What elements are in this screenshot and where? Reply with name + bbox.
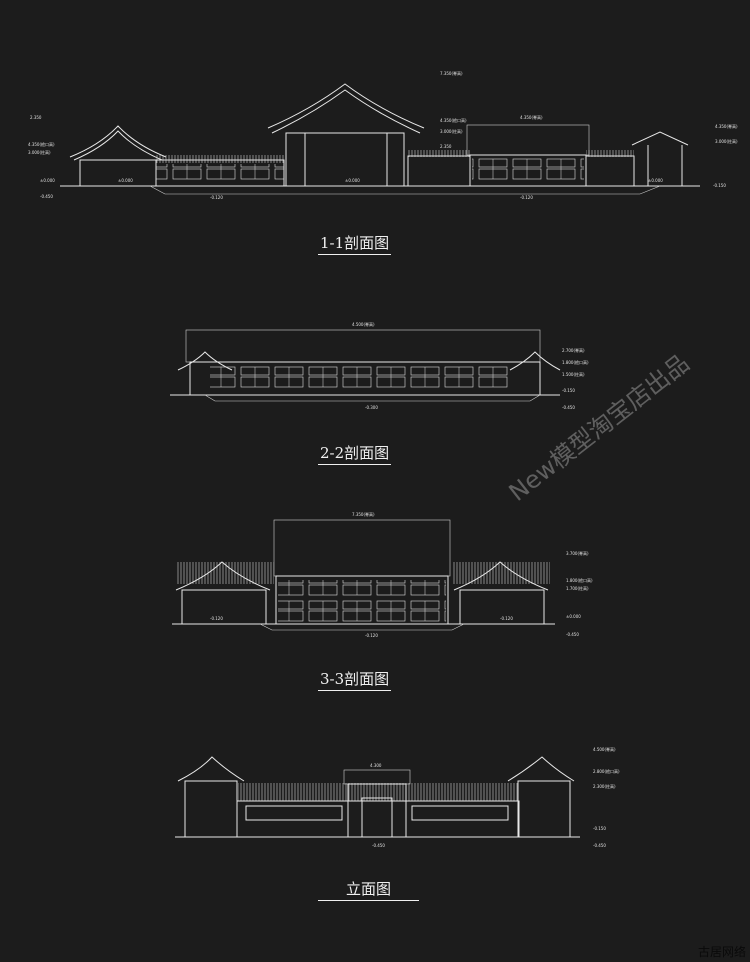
svg-text:±0.000: ±0.000 [345, 178, 360, 183]
svg-text:3.000(柱高): 3.000(柱高) [715, 138, 738, 144]
section-1-1-title: 1-1剖面图 [318, 232, 392, 255]
svg-text:2.300(柱高): 2.300(柱高) [593, 783, 616, 789]
svg-text:2.350: 2.350 [30, 115, 42, 120]
svg-text:1.800(檐口高): 1.800(檐口高) [562, 359, 589, 365]
svg-text:-0.150: -0.150 [562, 388, 575, 393]
svg-text:7.350(脊高): 7.350(脊高) [352, 511, 375, 517]
svg-text:±0.000: ±0.000 [40, 178, 55, 183]
svg-text:±0.000: ±0.000 [566, 614, 581, 619]
svg-text:3.000(柱高): 3.000(柱高) [28, 149, 51, 155]
svg-text:7.350(脊高): 7.350(脊高) [440, 70, 463, 76]
svg-text:-0.120: -0.120 [365, 633, 378, 638]
svg-text:4.350(檐口高): 4.350(檐口高) [28, 141, 55, 147]
svg-text:-0.120: -0.120 [520, 195, 533, 200]
svg-text:±0.000: ±0.000 [118, 178, 133, 183]
svg-text:-0.450: -0.450 [562, 405, 575, 410]
section-2-2-labels: 4.500(脊高) 2.700(脊高) 1.800(檐口高) 1.500(柱高)… [352, 321, 589, 410]
svg-text:3.000(柱高): 3.000(柱高) [440, 128, 463, 134]
credit-text: 古居网络 [697, 945, 746, 959]
svg-text:4.350(脊高): 4.350(脊高) [520, 114, 543, 120]
svg-text:2.700(脊高): 2.700(脊高) [562, 347, 585, 353]
svg-text:4.500(脊高): 4.500(脊高) [593, 746, 616, 752]
svg-text:-0.120: -0.120 [210, 195, 223, 200]
svg-text:-0.300: -0.300 [365, 405, 378, 410]
svg-text:4.500(脊高): 4.500(脊高) [352, 321, 375, 327]
svg-text:-0.120: -0.120 [500, 616, 513, 621]
svg-text:-0.120: -0.120 [210, 616, 223, 621]
svg-text:4.300: 4.300 [370, 763, 382, 768]
svg-text:1.500(柱高): 1.500(柱高) [562, 371, 585, 377]
svg-text:-0.150: -0.150 [713, 183, 726, 188]
svg-text:1.800(檐口高): 1.800(檐口高) [566, 577, 593, 583]
section-1-1-drawing [60, 83, 700, 195]
svg-text:-0.450: -0.450 [40, 194, 53, 199]
section-3-3-drawing [172, 519, 555, 631]
section-1-1-labels: 2.350 4.350(檐口高) 3.000(柱高) ±0.000 -0.450… [28, 70, 738, 200]
svg-text:4.350(脊高): 4.350(脊高) [715, 123, 738, 129]
svg-text:-0.150: -0.150 [593, 826, 606, 831]
elevation-title: 立面图 [318, 878, 420, 901]
svg-text:2.800(檐口高): 2.800(檐口高) [593, 768, 620, 774]
svg-text:4.350(檐口高): 4.350(檐口高) [440, 117, 467, 123]
svg-text:-0.450: -0.450 [372, 843, 385, 848]
section-3-3-title: 3-3剖面图 [318, 668, 392, 691]
svg-text:-0.450: -0.450 [593, 843, 606, 848]
section-2-2-title: 2-2剖面图 [318, 442, 392, 465]
svg-text:3.700(脊高): 3.700(脊高) [566, 550, 589, 556]
elevation-labels: 4.500(脊高) 4.300 2.800(檐口高) 2.300(柱高) -0.… [370, 746, 620, 848]
section-2-2-drawing [170, 329, 561, 402]
section-3-3-labels: 7.350(脊高) 3.700(脊高) 1.800(檐口高) 1.700(柱高)… [210, 511, 593, 638]
svg-text:1.700(柱高): 1.700(柱高) [566, 585, 589, 591]
elevation-drawing [175, 756, 580, 838]
svg-text:2.350: 2.350 [440, 144, 452, 149]
svg-text:±0.000: ±0.000 [648, 178, 663, 183]
svg-text:-0.450: -0.450 [566, 632, 579, 637]
